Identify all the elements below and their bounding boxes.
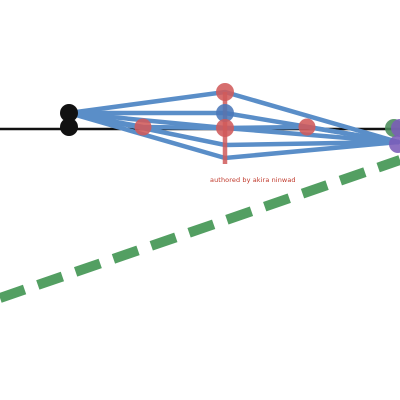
node-black-lower <box>60 118 78 136</box>
node-red-right <box>298 118 316 136</box>
author-credit: authored by akira ninwad <box>210 176 296 184</box>
node-red-top <box>216 83 234 101</box>
node-red-left <box>134 118 152 136</box>
node-blue-center <box>216 104 234 122</box>
node-purple-right-upper <box>391 119 400 137</box>
node-purple-right-lower <box>389 135 400 153</box>
dashed-diagonal-line <box>0 155 400 303</box>
node-red-center <box>216 119 234 137</box>
fan-lines <box>66 89 400 161</box>
node-black-upper <box>60 104 78 122</box>
